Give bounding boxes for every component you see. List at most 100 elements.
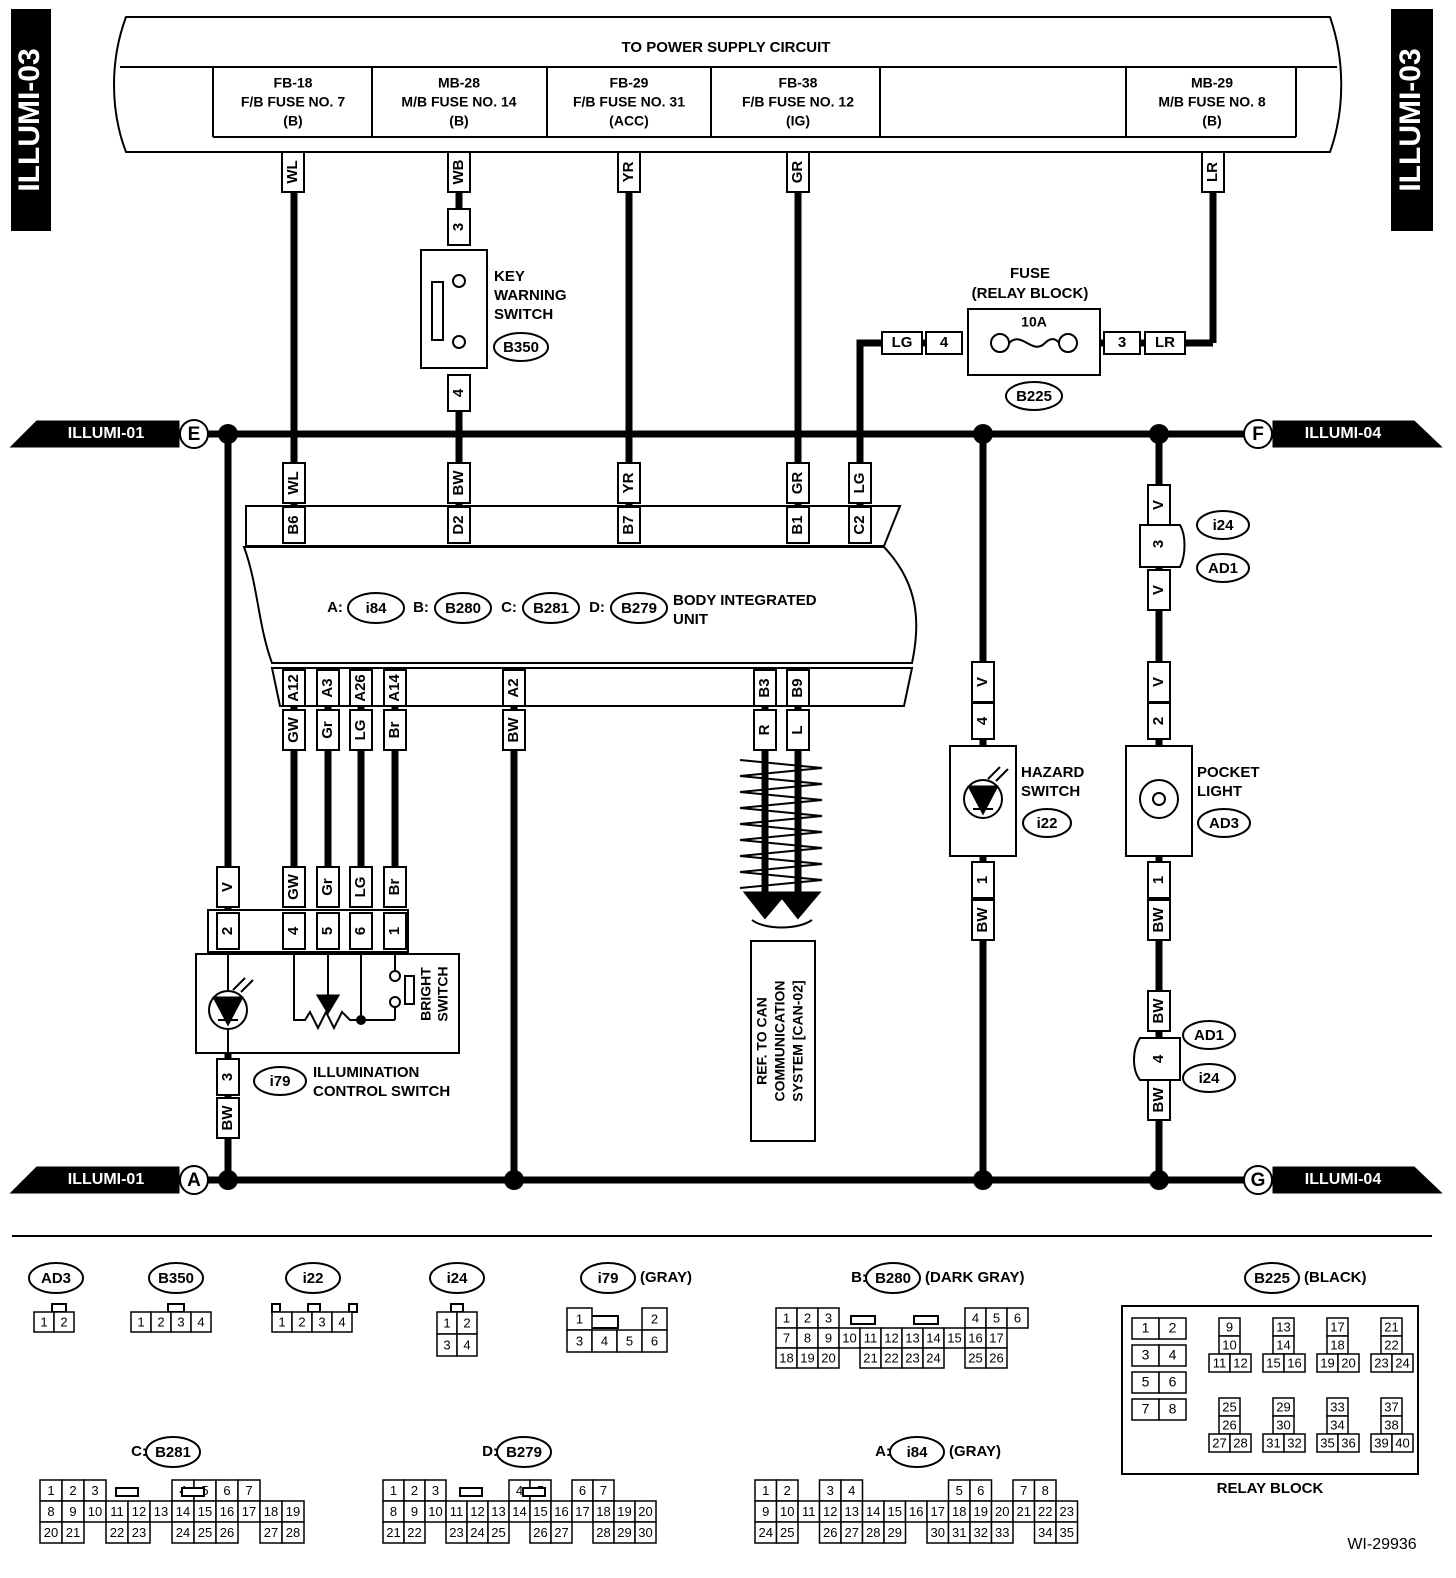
pin-tag-label: 4 xyxy=(974,716,991,725)
joint-code xyxy=(1196,510,1250,540)
joint-code xyxy=(1182,1020,1236,1050)
hazard-led-triangle xyxy=(967,785,999,816)
wire-color-tag xyxy=(786,462,810,504)
b281-view-pin: 2 xyxy=(69,1483,76,1498)
i84-view-cell xyxy=(990,1521,1014,1544)
pin-tag xyxy=(282,506,306,544)
pin-tag xyxy=(316,669,340,707)
b280-view-pin: 20 xyxy=(821,1350,835,1365)
bright-switch-label: BRIGHT xyxy=(418,967,434,1021)
latch xyxy=(167,1303,185,1313)
biu-connector-prefix: D: xyxy=(589,599,605,616)
b281-view-pin: 26 xyxy=(220,1525,234,1540)
wire-color-tag xyxy=(316,709,340,751)
wire-color-tag xyxy=(617,151,641,193)
relay-pin: 25 xyxy=(1222,1399,1236,1414)
b281-view-pin: 14 xyxy=(176,1504,190,1519)
wire-color-tag xyxy=(383,709,407,751)
connector-code xyxy=(28,1262,84,1294)
relay-pin: 19 xyxy=(1320,1355,1334,1370)
pin-tag xyxy=(1103,331,1141,355)
relay-pin: 33 xyxy=(1330,1399,1344,1414)
b350-view-pin: 2 xyxy=(157,1314,164,1329)
b279-view-pin: 19 xyxy=(617,1504,631,1519)
ics-code-label: i79 xyxy=(270,1073,291,1090)
pocket-code xyxy=(1197,808,1251,838)
fuse-name: M/B FUSE NO. 14 xyxy=(401,94,516,110)
pin-tag xyxy=(753,669,777,707)
wire-color-tag xyxy=(281,151,305,193)
wire-color-tag-label: GW xyxy=(285,873,302,900)
fuse-source: (IG) xyxy=(786,113,810,129)
b280-view-pin: 26 xyxy=(989,1350,1003,1365)
connector-code xyxy=(889,1436,945,1468)
i84-view-pin: 21 xyxy=(1017,1504,1031,1519)
pocket-label: LIGHT xyxy=(1197,783,1242,800)
wire-color-tag-label: Gr xyxy=(319,721,336,739)
junction-dot xyxy=(218,424,238,444)
pin-tag xyxy=(447,208,471,246)
relay-pin: 3 xyxy=(1142,1347,1150,1363)
key-switch-label: WARNING xyxy=(494,287,567,304)
pin-tag xyxy=(447,374,471,412)
b279-view-pin: 15 xyxy=(533,1504,547,1519)
b279-view-pin: 10 xyxy=(428,1504,442,1519)
b280-view-pin: 16 xyxy=(968,1330,982,1345)
b280-view-pin: 23 xyxy=(905,1350,919,1365)
wire-color-tag-label: LR xyxy=(1155,334,1175,351)
wire-color-tag-label: BW xyxy=(1150,998,1167,1024)
pin-tag xyxy=(383,669,407,707)
b279-view-pin: 17 xyxy=(575,1504,589,1519)
b280-view-pin: 6 xyxy=(1014,1310,1021,1325)
wire-color-tag-label: GR xyxy=(789,472,806,495)
b280-view-pin: 21 xyxy=(863,1350,877,1365)
relay-pin: 6 xyxy=(1169,1374,1177,1390)
b280-view-pin: 1 xyxy=(783,1310,790,1325)
pin-tag xyxy=(971,702,995,740)
off-page-letter xyxy=(179,419,209,449)
wire-color-tag-label: LG xyxy=(352,720,369,741)
twist-mark xyxy=(739,775,823,793)
relay-pin: 9 xyxy=(1226,1319,1233,1334)
pin-tag xyxy=(447,506,471,544)
wire-color-tag xyxy=(1147,569,1171,611)
pin-tag xyxy=(349,669,373,707)
led-ray xyxy=(987,766,1009,782)
latch xyxy=(181,1487,205,1497)
b279-view-pin: 18 xyxy=(596,1504,610,1519)
i84-view-pin: 17 xyxy=(931,1504,945,1519)
i84-view-pin: 29 xyxy=(888,1525,902,1540)
wire-color-tag xyxy=(316,866,340,908)
i84-view-pin: 8 xyxy=(1042,1483,1049,1498)
off-page-letter-text: E xyxy=(188,424,201,445)
i24-view-cell xyxy=(456,1333,478,1357)
latch xyxy=(307,1303,321,1313)
i84-view-cell xyxy=(775,1521,799,1544)
pin-tag xyxy=(925,331,963,355)
i84-view-pin: 9 xyxy=(762,1504,769,1519)
i84-view-pin: 4 xyxy=(848,1483,855,1498)
b279-view-pin: 23 xyxy=(449,1525,463,1540)
pin-tag xyxy=(316,912,340,950)
i22-view-pin: 3 xyxy=(318,1314,325,1329)
off-page-ref: ILLUMI-01 xyxy=(68,425,145,442)
wire-color-tag-label: Gr xyxy=(319,878,336,896)
i22-view-pin: 4 xyxy=(338,1314,345,1329)
wire-color-tag xyxy=(1201,151,1225,193)
connector-note: (DARK GRAY) xyxy=(925,1269,1024,1286)
fuse-source: (B) xyxy=(1202,113,1221,129)
fuse-terminal xyxy=(1058,333,1078,353)
relay-pin: 20 xyxy=(1341,1355,1355,1370)
b279-view-cell xyxy=(550,1521,573,1544)
pocket-lamp xyxy=(1139,779,1179,819)
i79-view-cell xyxy=(641,1329,668,1353)
biu-bottom-connector-strip xyxy=(270,667,914,707)
pin-tag-label: A14 xyxy=(386,674,403,702)
joint-code-label: AD1 xyxy=(1208,560,1238,577)
pin-tag xyxy=(383,912,407,950)
b279-view-pin: 7 xyxy=(600,1483,607,1498)
connector-code-label: i22 xyxy=(303,1270,324,1287)
relay-cell xyxy=(1283,1353,1306,1373)
i24-view-pin: 1 xyxy=(443,1315,450,1330)
b350-view-pin: 1 xyxy=(137,1314,144,1329)
